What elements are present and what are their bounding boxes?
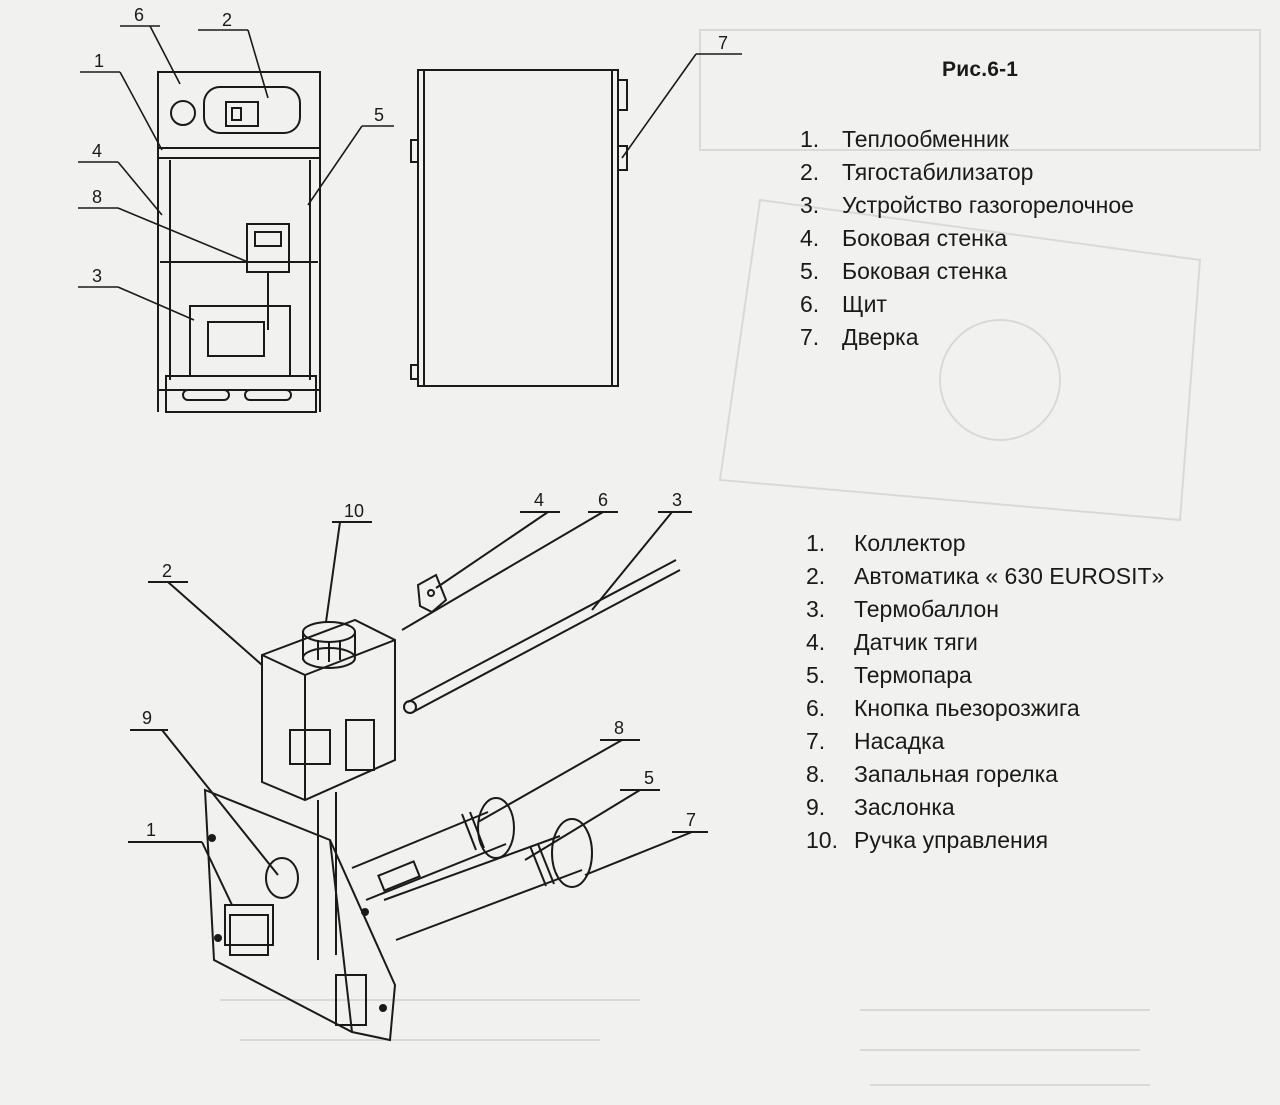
boiler-leader-lines: [78, 25, 742, 321]
burner-assembly-view: [128, 511, 708, 1042]
legend-item: 10.Ручка управления: [806, 827, 1049, 853]
burner-callouts: 1 2 3 4 5 6 7 8 9 10: [142, 490, 696, 840]
callout-burner-9: 9: [142, 708, 152, 728]
callout-boiler-1: 1: [94, 51, 104, 71]
legend-item: 4.Боковая стенка: [800, 225, 1008, 251]
callout-burner-10: 10: [344, 501, 364, 521]
callout-burner-8: 8: [614, 718, 624, 738]
legend-item: 1.Коллектор: [806, 530, 966, 556]
legend-item: 5.Термопара: [806, 662, 972, 688]
legend-item: 7.Дверка: [800, 324, 919, 350]
callout-boiler-8: 8: [92, 187, 102, 207]
callout-burner-7: 7: [686, 810, 696, 830]
legend-item: 6.Щит: [800, 291, 887, 317]
legend-item: 3.Термобаллон: [806, 596, 999, 622]
callout-burner-6: 6: [598, 490, 608, 510]
legend-item: 9.Заслонка: [806, 794, 955, 820]
legend-item: 1.Теплообменник: [800, 126, 1009, 152]
boiler-front-view: [157, 71, 321, 413]
legend-item: 4.Датчик тяги: [806, 629, 978, 655]
callout-boiler-2: 2: [222, 10, 232, 30]
legend-item: 8.Запальная горелка: [806, 761, 1058, 787]
legend-item: 2.Автоматика « 630 EUROSIT»: [806, 563, 1165, 589]
callout-burner-4: 4: [534, 490, 544, 510]
callout-burner-3: 3: [672, 490, 682, 510]
boiler-side-view: [410, 69, 628, 387]
legend-item: 6.Кнопка пьезорозжига: [806, 695, 1080, 721]
callout-boiler-3: 3: [92, 266, 102, 286]
callout-boiler-7: 7: [718, 33, 728, 53]
boiler-callouts: 1 2 3 4 5 6 7 8: [92, 5, 728, 286]
callout-burner-1: 1: [146, 820, 156, 840]
callout-burner-2: 2: [162, 561, 172, 581]
callout-burner-5: 5: [644, 768, 654, 788]
callout-boiler-6: 6: [134, 5, 144, 25]
legend-item: 3.Устройство газогорелочное: [800, 192, 1134, 218]
callout-boiler-4: 4: [92, 141, 102, 161]
legend-item: 7.Насадка: [806, 728, 945, 754]
legend-item: 5.Боковая стенка: [800, 258, 1008, 284]
legend-item: 2.Тягостабилизатор: [800, 159, 1034, 185]
callout-boiler-5: 5: [374, 105, 384, 125]
figure-title: Рис.6-1: [942, 58, 1019, 81]
bleed-through: [220, 29, 1261, 1086]
